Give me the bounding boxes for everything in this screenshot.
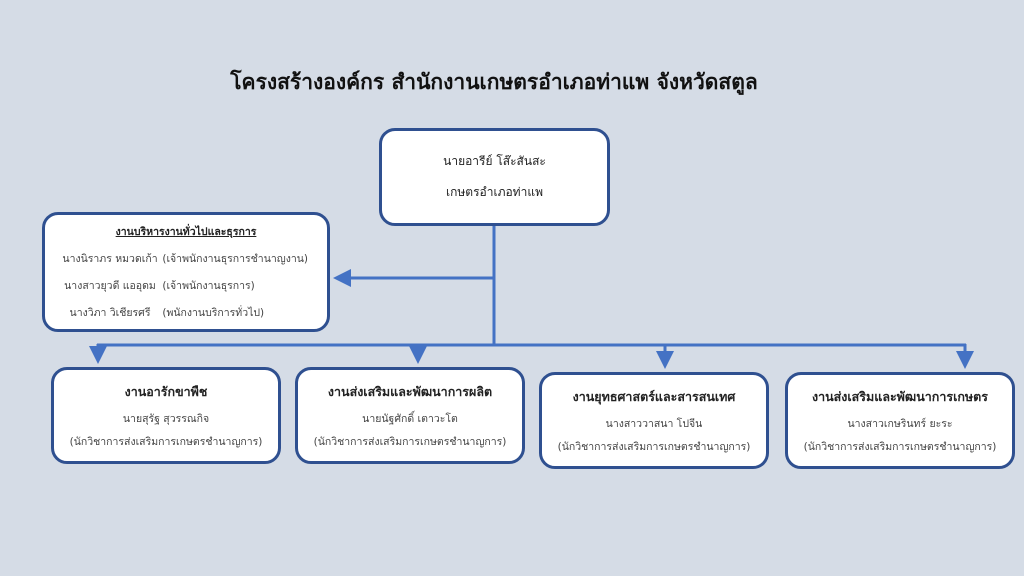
unit-role: (นักวิชาการส่งเสริมการเกษตรชำนาญการ) — [69, 435, 263, 448]
unit-box-strategy: งานยุทธศาสตร์และสารสนเทศ นางสาววาสนา โปจ… — [539, 372, 769, 469]
unit-title: งานส่งเสริมและพัฒนาการเกษตร — [812, 388, 988, 404]
head-position: เกษตรอำเภอท่าแพ — [446, 185, 543, 199]
head-box: นายอารีย์ โส๊ะสันสะ เกษตรอำเภอท่าแพ — [379, 128, 610, 226]
unit-box-production: งานส่งเสริมและพัฒนาการผลิต นายนัฐศักดิ์ … — [295, 367, 525, 464]
page-title: โครงสร้างองค์กร สำนักงานเกษตรอำเภอท่าแพ … — [230, 70, 758, 94]
unit-role: (นักวิชาการส่งเสริมการเกษตรชำนาญการ) — [557, 440, 751, 453]
admin-box: งานบริหารงานทั่วไปและธุรการ นางนิราภร หม… — [42, 212, 330, 332]
unit-box-agri-development: งานส่งเสริมและพัฒนาการเกษตร นางสาวเกษริน… — [785, 372, 1015, 469]
unit-title: งานส่งเสริมและพัฒนาการผลิต — [327, 383, 493, 399]
unit-title: งานอารักขาพืช — [124, 383, 208, 399]
unit-name: นายสุรัฐ สุวรรณกิจ — [122, 412, 210, 425]
admin-member: นางนิราภร หมวดเก้า (เจ้าพนักงานธุรการชำน… — [61, 250, 308, 267]
member-role: (เจ้าพนักงานธุรการ) — [162, 280, 255, 292]
head-name: นายอารีย์ โส๊ะสันสะ — [443, 154, 546, 168]
member-name: นางวิภา วิเชียรศรี — [69, 307, 151, 319]
unit-name: นางสาววาสนา โปจีน — [605, 417, 703, 430]
unit-box-plant-protection: งานอารักขาพืช นายสุรัฐ สุวรรณกิจ (นักวิช… — [51, 367, 281, 464]
member-name: นางนิราภร หมวดเก้า — [62, 253, 158, 265]
admin-member: นางวิภา วิเชียรศรี (พนักงานบริการทั่วไป) — [61, 304, 265, 321]
member-role: (เจ้าพนักงานธุรการชำนาญงาน) — [162, 253, 309, 265]
unit-title: งานยุทธศาสตร์และสารสนเทศ — [572, 388, 736, 404]
admin-title: งานบริหารงานทั่วไปและธุรการ — [115, 226, 257, 238]
member-name: นางสาวยุวดี แออุดม — [64, 280, 156, 292]
unit-role: (นักวิชาการส่งเสริมการเกษตรชำนาญการ) — [313, 435, 507, 448]
unit-role: (นักวิชาการส่งเสริมการเกษตรชำนาญการ) — [803, 440, 997, 453]
unit-name: นางสาวเกษรินทร์ ยะระ — [847, 417, 953, 430]
admin-member: นางสาวยุวดี แออุดม (เจ้าพนักงานธุรการ) — [61, 277, 255, 294]
member-role: (พนักงานบริการทั่วไป) — [162, 307, 265, 319]
unit-name: นายนัฐศักดิ์ เตาวะโต — [362, 412, 458, 425]
